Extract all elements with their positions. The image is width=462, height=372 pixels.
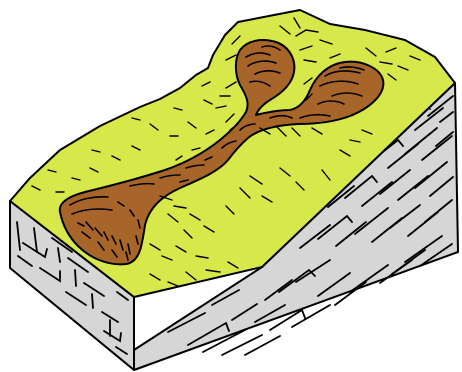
debris-flow-block-diagram xyxy=(0,0,462,372)
